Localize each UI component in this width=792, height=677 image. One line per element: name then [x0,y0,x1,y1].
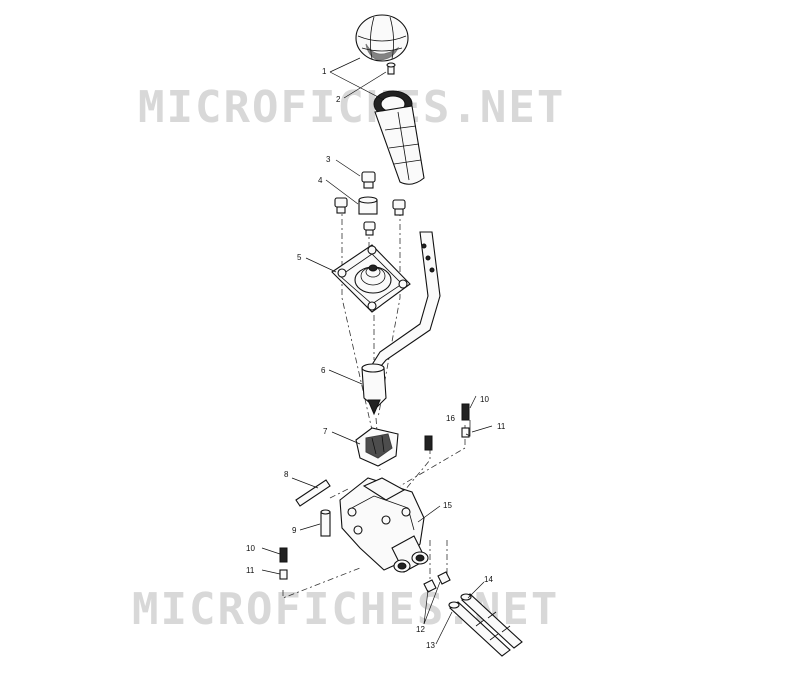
bushing [358,196,378,215]
callout-3: 3 [326,155,331,164]
long-pin [295,479,331,507]
callout-14: 14 [484,575,493,584]
callout-15: 15 [443,501,452,510]
leader-lines [261,57,493,645]
callout-8: 8 [284,470,289,479]
nut-top [361,171,376,189]
callout-1: 1 [322,67,327,76]
nut-center [363,221,376,236]
shift-lever [361,231,441,416]
detent-ball-left [279,569,288,580]
nut-right [392,199,406,216]
callout-10-left: 10 [246,544,255,553]
callout-9: 9 [292,526,297,535]
watermark-top: MICROFICHES.NET [138,82,565,133]
callout-13: 13 [426,641,435,650]
callout-11-right: 11 [497,422,506,431]
callout-2: 2 [336,95,341,104]
callout-6: 6 [321,366,326,375]
callouts: 1 2 3 4 5 6 7 8 9 10 11 16 10 11 15 14 1… [246,67,506,650]
callout-16: 16 [446,414,455,423]
detent-ball-right [461,427,470,438]
shifter-housing [339,477,429,573]
knob-screw [386,62,396,75]
callout-5: 5 [297,253,302,262]
shift-knob [355,14,409,62]
shift-handle-boot [373,90,425,185]
boot-plate [331,244,411,313]
callout-10-right: 10 [480,395,489,404]
shift-rail-13 [448,601,511,657]
spring-left [279,547,288,563]
callout-12: 12 [416,625,425,634]
callout-11-left: 11 [246,566,255,575]
spring-right [461,403,470,421]
shift-rail-14 [460,593,523,649]
dowel-pin [320,509,331,537]
callout-4: 4 [318,176,323,185]
nut-12-right [437,571,451,585]
callout-7: 7 [323,427,328,436]
nut-left [334,197,348,214]
spring-center [424,435,433,451]
shift-gate [355,427,399,467]
nut-12-left [423,579,437,593]
